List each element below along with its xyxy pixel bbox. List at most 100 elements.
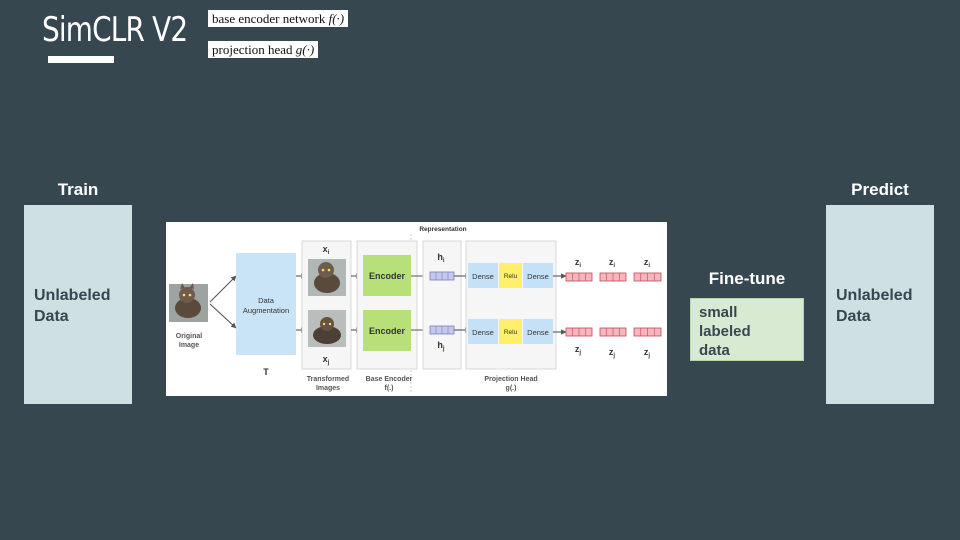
- original-image: [169, 283, 208, 322]
- simclr-diagram: Representation Original Image Data Augme…: [169, 226, 662, 392]
- legend-base-encoder: base encoder network f(·): [208, 10, 349, 27]
- augmentation-label-line: Data: [258, 296, 275, 305]
- transformed-image-i: [308, 259, 346, 296]
- arrow-to-augmentation: [209, 275, 237, 303]
- original-image-label-line: Image: [179, 342, 199, 349]
- simclr-diagram-panel: Representation Original Image Data Augme…: [166, 222, 667, 396]
- z-vector: [565, 327, 593, 337]
- relu-label: Relu: [504, 273, 518, 280]
- train-data-box: Unlabeled Data: [24, 205, 132, 404]
- hj-label: hj: [437, 340, 445, 352]
- representation-label: Representation: [419, 226, 466, 233]
- dense-block-j1: [468, 319, 498, 344]
- zi-subscript: i: [579, 263, 581, 269]
- z-letter: z: [644, 347, 649, 357]
- xj-letter: x: [323, 354, 328, 364]
- predict-box-line: Unlabeled: [836, 287, 913, 304]
- encoder-block-i: [363, 255, 411, 296]
- augmentation-symbol: T: [263, 367, 269, 377]
- finetune-heading: Fine-tune: [708, 269, 786, 288]
- zj-subscript: j: [578, 350, 581, 356]
- projection-head-label-line: g(.): [506, 385, 517, 392]
- h-vector-i: [429, 271, 455, 281]
- relu-block-i: [499, 263, 522, 288]
- finetune-data-box: small labeled data: [690, 298, 804, 361]
- zi-label: zi: [644, 257, 651, 269]
- z-outputs-j: zj zj zj: [565, 327, 662, 359]
- z-outputs-i: zi zi zi: [565, 257, 662, 282]
- finetune-box-line: data: [699, 342, 730, 359]
- arrow-to-augmentation: [209, 303, 237, 329]
- base-encoder-label-line: f(.): [385, 385, 394, 392]
- dense-label: Dense: [472, 328, 494, 337]
- transformed-label-line: Transformed: [307, 376, 349, 383]
- predict-data-box: Unlabeled Data: [826, 205, 934, 404]
- zj-subscript: j: [647, 353, 650, 359]
- legend-base-encoder-fn: f(·): [328, 11, 345, 26]
- transformed-label-line: Images: [316, 385, 340, 392]
- xi-letter: x: [323, 244, 328, 254]
- xi-label: xi: [323, 244, 330, 256]
- encoder-label-j: Encoder: [369, 326, 406, 336]
- zj-label: zj: [609, 347, 616, 359]
- legend-projection-head: projection head g(·): [208, 41, 319, 58]
- dense-label: Dense: [527, 272, 549, 281]
- zi-subscript: i: [648, 263, 650, 269]
- data-augmentation-block: [236, 253, 296, 355]
- xj-subscript: j: [327, 360, 330, 366]
- z-vector: [633, 272, 662, 282]
- z-letter: z: [644, 257, 649, 267]
- train-heading: Train: [57, 180, 99, 199]
- legend-projection-head-fn: g(·): [295, 42, 315, 57]
- zj-label: zj: [644, 347, 651, 359]
- hi-label: hi: [437, 252, 445, 264]
- z-vector: [633, 327, 662, 337]
- finetune-box-line: labeled: [699, 323, 751, 340]
- predict-heading: Predict: [851, 180, 909, 199]
- dense-block-j2: [523, 319, 553, 344]
- hj-letter: h: [437, 340, 443, 350]
- representation-panel: [422, 240, 462, 370]
- predict-box-text: Unlabeled Data: [836, 285, 912, 327]
- z-letter: z: [609, 347, 614, 357]
- hi-letter: h: [437, 252, 443, 262]
- xj-label: xj: [323, 354, 330, 366]
- zj-label: zj: [575, 344, 582, 356]
- z-vector: [599, 327, 627, 337]
- relu-label: Relu: [504, 329, 518, 336]
- train-box-line: Data: [34, 308, 69, 325]
- finetune-box-text: small labeled data: [699, 303, 751, 360]
- z-letter: z: [575, 257, 580, 267]
- hi-subscript: i: [443, 258, 445, 264]
- dense-block-i1: [468, 263, 498, 288]
- zj-subscript: j: [612, 353, 615, 359]
- projection-head-label-line: Projection Head: [484, 376, 537, 383]
- projection-head-panel: [465, 240, 557, 370]
- z-letter: z: [609, 257, 614, 267]
- z-letter: z: [575, 344, 580, 354]
- base-encoder-label-line: Base Encoder: [366, 376, 413, 383]
- predict-box-line: Data: [836, 308, 871, 325]
- train-box-text: Unlabeled Data: [34, 285, 110, 327]
- relu-block-j: [499, 319, 522, 344]
- z-vector: [565, 272, 593, 282]
- dense-block-i2: [523, 263, 553, 288]
- z-vector: [599, 272, 627, 282]
- zi-label: zi: [575, 257, 582, 269]
- dense-label: Dense: [527, 328, 549, 337]
- augmentation-label-line: Augmentation: [243, 306, 289, 315]
- zi-label: zi: [609, 257, 616, 269]
- original-image-label-line: Original: [176, 333, 203, 340]
- title-underline: [48, 56, 114, 63]
- legend-base-encoder-text: base encoder network: [212, 11, 329, 26]
- transformed-image-j: [308, 310, 346, 347]
- finetune-box-line: small: [699, 304, 738, 321]
- legend-projection-head-text: projection head: [212, 42, 296, 57]
- xi-subscript: i: [328, 250, 330, 256]
- encoder-label-i: Encoder: [369, 271, 406, 281]
- zi-subscript: i: [613, 263, 615, 269]
- train-box-line: Unlabeled: [34, 287, 111, 304]
- h-vector-j: [429, 325, 455, 335]
- slide-title: SimCLR V2: [42, 10, 188, 50]
- hj-subscript: j: [442, 346, 445, 352]
